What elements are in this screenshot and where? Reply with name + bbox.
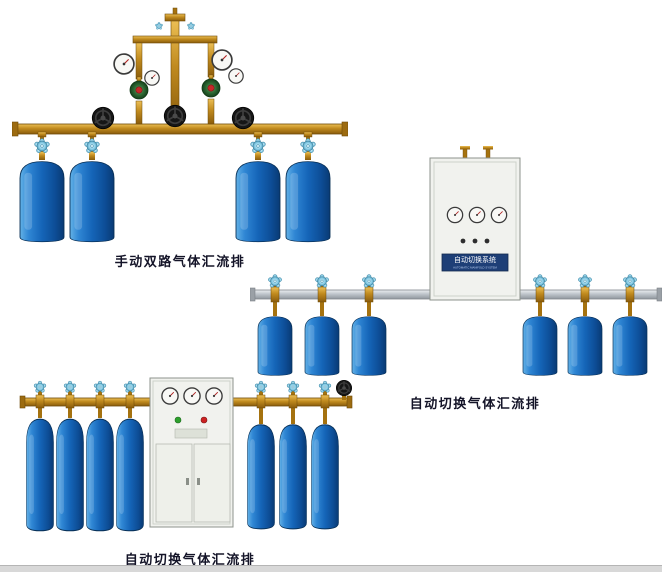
cabinet-name-plate	[174, 428, 208, 439]
gas-cylinder	[612, 316, 648, 376]
green-indicator-light	[174, 416, 182, 424]
gas-cylinder	[85, 418, 115, 532]
manual-dual-manifold-illustration	[11, 7, 349, 243]
cylinder-connections	[34, 131, 316, 160]
indicator-dot	[484, 238, 490, 244]
cylinder-valve-cap-icon	[578, 274, 592, 288]
cylinder-valve-cap-icon	[533, 274, 547, 288]
product-auto-switch-manifold-2: 自动切换气体汇流排	[18, 372, 354, 568]
cylinder-valve-cap-icon	[93, 380, 107, 393]
product-auto-switch-manifold: 自动切换系统 AUTOMATIC MANIFOLD SYSTEM 自动切换气体汇…	[249, 146, 662, 412]
pipe-valve-tees	[33, 380, 332, 409]
cylinder-valve-cap-icon	[34, 138, 50, 154]
gas-cylinder	[25, 418, 55, 532]
control-cabinet: 自动切换系统 AUTOMATIC MANIFOLD SYSTEM	[429, 157, 521, 301]
pressure-gauge-icon	[113, 53, 135, 75]
cabinet-inlet-pipes	[460, 146, 493, 160]
gas-cylinder	[246, 424, 276, 530]
cabinet-gauge-icon	[490, 206, 508, 224]
indicator-dot	[472, 238, 478, 244]
gas-cylinder	[69, 161, 115, 243]
door-handle	[186, 478, 189, 485]
door-handle	[197, 478, 200, 485]
gas-cylinder	[19, 161, 65, 243]
cylinder-valve-cap-icon	[254, 380, 268, 393]
red-indicator-light	[200, 416, 208, 424]
bottom-divider	[0, 565, 662, 572]
cabinet-gauge-icon	[183, 387, 201, 405]
small-valve-cap-icon	[155, 22, 163, 30]
cylinder-valve-cap-icon	[33, 380, 47, 393]
cabinet-gauge-icon	[468, 206, 486, 224]
auto-switch-manifold-illustration: 自动切换系统 AUTOMATIC MANIFOLD SYSTEM	[249, 146, 662, 376]
handwheel-icon	[163, 104, 187, 128]
gas-cylinder	[278, 424, 308, 530]
cylinder-valve-cap-icon	[268, 274, 282, 288]
pipe-valve-tees	[268, 274, 637, 303]
pressure-regulator	[201, 74, 221, 98]
gas-cylinder	[55, 418, 85, 532]
gas-cylinder	[351, 316, 387, 376]
valve-handwheels	[91, 104, 255, 130]
cabinet-label-plate	[441, 253, 509, 272]
cylinder-valve-cap-icon	[84, 138, 100, 154]
cylinder-valve-cap-icon	[63, 380, 77, 393]
cabinet-gauge-icon	[446, 206, 464, 224]
product-caption: 手动双路气体汇流排	[114, 254, 246, 269]
gas-cylinder	[115, 418, 145, 532]
product-caption: 自动切换气体汇流排	[124, 552, 256, 567]
handwheel-icon	[231, 106, 255, 130]
gas-cylinder	[304, 316, 340, 376]
cylinder-valve-cap-icon	[123, 380, 137, 393]
gas-cylinder	[310, 424, 340, 530]
indicator-dot	[460, 238, 466, 244]
product-caption: 自动切换气体汇流排	[409, 396, 541, 411]
gas-cylinder	[567, 316, 603, 376]
cylinder-valve-cap-icon	[318, 380, 332, 393]
auto-switch-manifold-2-illustration	[19, 377, 353, 532]
small-valve-cap-icon	[187, 22, 195, 30]
cylinder-valve-cap-icon	[286, 380, 300, 393]
gas-cylinder	[257, 316, 293, 376]
cabinet-gauge-icon	[161, 387, 179, 405]
pressure-gauge-icon	[144, 70, 160, 86]
handwheel-icon	[335, 379, 353, 397]
pressure-gauge-icon	[228, 68, 244, 84]
cylinder-valve-cap-icon	[623, 274, 637, 288]
product-manual-dual-manifold: 手动双路气体汇流排	[11, 6, 349, 270]
handwheel-icon	[91, 106, 115, 130]
gas-cylinder	[522, 316, 558, 376]
center-valve-assembly	[132, 7, 218, 125]
cylinder-valve-cap-icon	[362, 274, 376, 288]
cylinder-valve-cap-icon	[315, 274, 329, 288]
cabinet-gauge-icon	[205, 387, 223, 405]
pressure-gauge-icon	[211, 49, 233, 71]
control-cabinet	[149, 377, 234, 528]
cabinet-sublabel: AUTOMATIC MANIFOLD SYSTEM	[453, 266, 497, 270]
cabinet-label: 自动切换系统	[454, 255, 496, 264]
